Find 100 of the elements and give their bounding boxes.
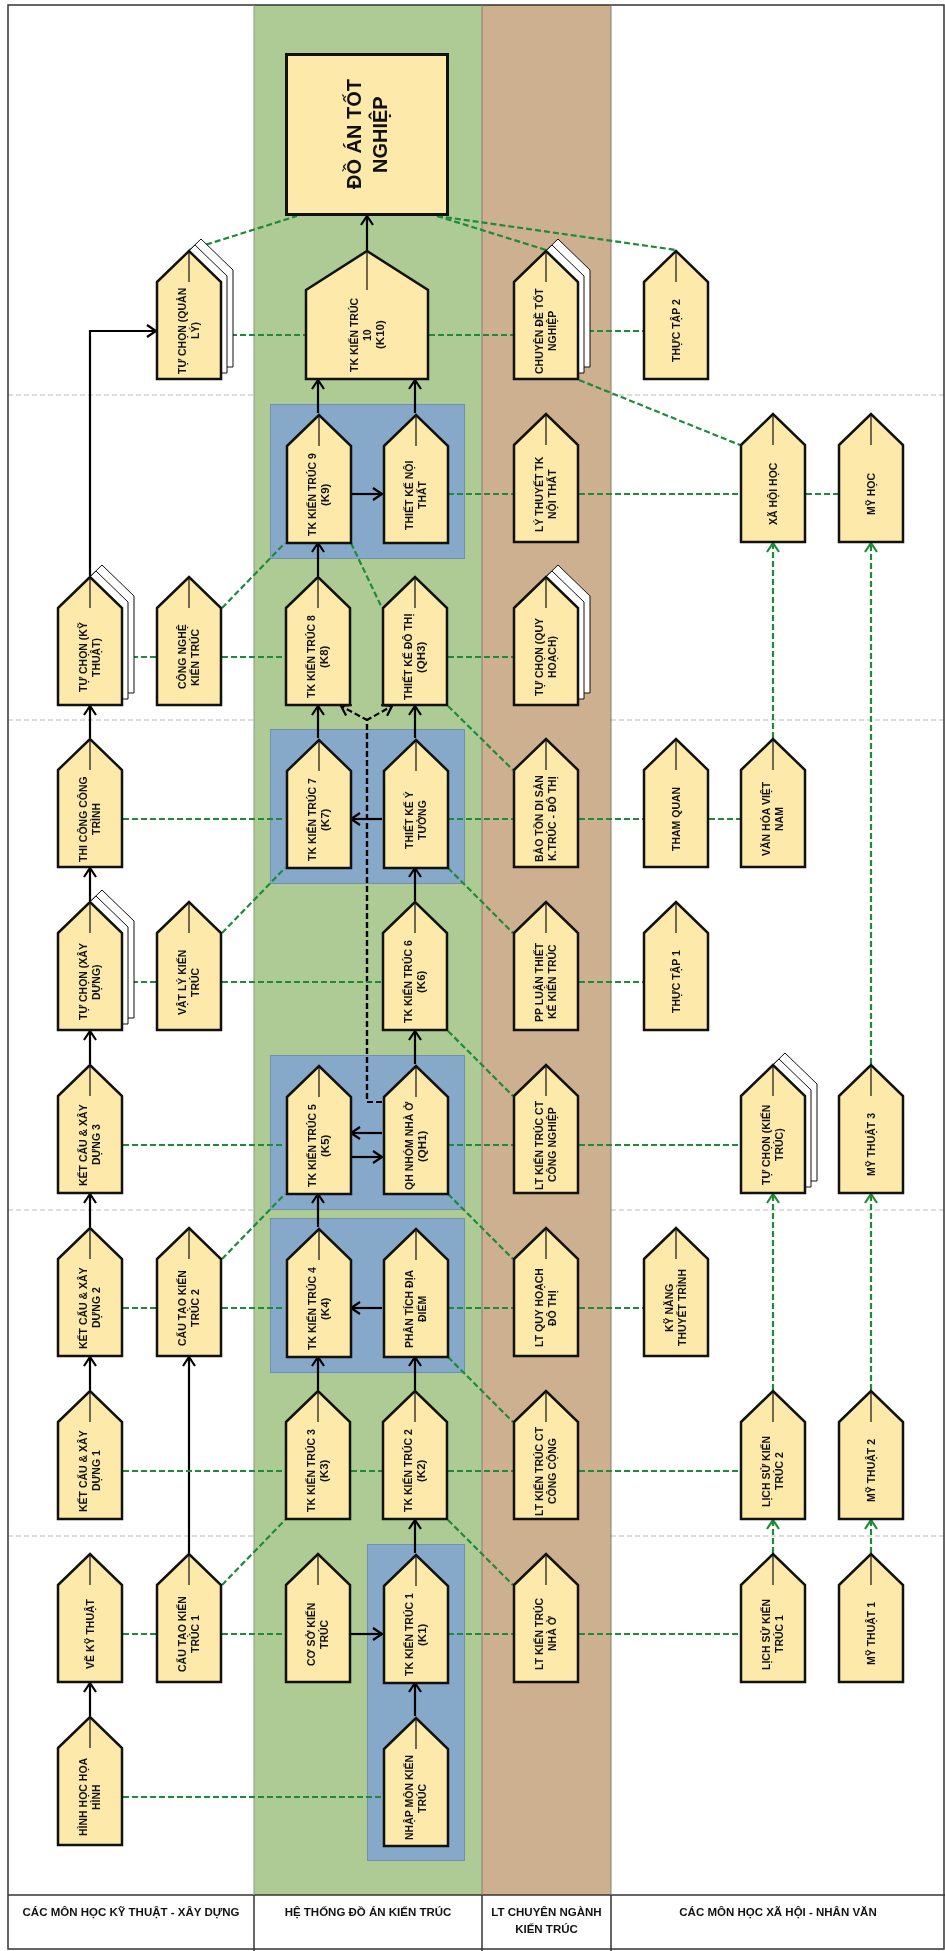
course-name: KẾT CẤU & XÂY DỰNG 3 (77, 1103, 103, 1188)
course-box (57, 1064, 123, 1194)
dashed-connector (447, 1356, 514, 1423)
course-name: THIẾT KẾ Ý TƯỞNG (403, 790, 429, 851)
course-box (156, 576, 222, 706)
dashed-connector (447, 1193, 514, 1260)
course-name: MỸ THUẬT 3 (864, 1113, 878, 1177)
course-name: BẢO TỒN DI SẢN K.TRÚC - ĐÔ THỊ (533, 774, 559, 865)
course-box (383, 739, 449, 869)
dashed-connector (448, 655, 513, 659)
course-name: TK KIẾN TRÚC 4 (306, 1267, 319, 1351)
dashed-connector (123, 1632, 156, 1636)
course-name: TỰ CHỌN (XÂY DỰNG) (77, 942, 103, 1023)
dashed-connector (579, 1469, 740, 1473)
group-panel (270, 729, 465, 884)
arrow (407, 1355, 423, 1390)
dashed-connector (123, 1469, 285, 1473)
course-name: TK KIẾN TRÚC 7 (306, 778, 319, 862)
course-name: MỸ THUẬT 1 (864, 1602, 878, 1666)
dashed-connector (447, 1519, 514, 1586)
arrow (351, 1626, 384, 1642)
arrow (407, 378, 423, 413)
course-box (286, 414, 352, 544)
project-box (285, 53, 449, 216)
column-heading: LT CHUYÊN NGÀNH KIẾN TRÚC (490, 1905, 603, 1937)
dashed-connector (436, 214, 547, 252)
dashed-connector (221, 1193, 286, 1260)
course-name: THI CÔNG CÔNG TRÌNH (77, 775, 103, 864)
course-name: TỰ CHỌN (QUẢN LÝ) (176, 286, 202, 377)
arrow (407, 1029, 423, 1064)
course-name: CƠ SỞ KIẾN TRÚC (305, 1601, 331, 1668)
course-box (57, 738, 123, 868)
course-code: (K4) (319, 1297, 332, 1321)
course-box (383, 414, 449, 544)
course-name: CÔNG NGHỆ KIẾN TRÚC (176, 623, 202, 692)
course-box (57, 1227, 123, 1357)
course-box (740, 1390, 806, 1520)
course-box (156, 1553, 222, 1683)
dashed-connector (448, 1143, 513, 1147)
elective-stack-box (57, 889, 135, 1031)
dashed-connector (579, 1632, 740, 1636)
course-code: (K6) (415, 970, 428, 994)
course-code: (K7) (319, 808, 332, 832)
arrow (310, 541, 326, 576)
course-name: KẾT CẤU & XÂY DỰNG 1 (77, 1429, 103, 1514)
course-code: (QH1) (416, 1130, 429, 1162)
course-name: QH NHÓM NHÀ Ở (403, 1101, 416, 1191)
course-box (383, 1228, 449, 1358)
course-box (286, 1065, 352, 1195)
dashed-connector (222, 655, 285, 659)
course-name: TỰ CHỌN (QUY HOẠCH) (533, 616, 559, 699)
course-box (156, 1227, 222, 1357)
course-name: LT KIẾN TRÚC CT CÔNG CỘNG (533, 1425, 559, 1517)
arrow (349, 1125, 382, 1141)
course-name: LT KIẾN TRÚC CT CÔNG NGHIỆP (533, 1099, 559, 1191)
course-box (838, 1390, 904, 1520)
course-name: MỸ THUẬT 2 (864, 1439, 878, 1503)
dashed-connector (579, 1306, 643, 1310)
dashed-connector (123, 1795, 382, 1799)
dashed-connector (221, 1519, 286, 1586)
dashed-connector (447, 1030, 514, 1097)
arrow (863, 1518, 879, 1553)
dashed-connector (429, 333, 513, 337)
arrow (359, 214, 375, 250)
arrow (349, 811, 382, 827)
course-name: PHÂN TÍCH ĐỊA ĐIỂM (403, 1268, 429, 1351)
dashed-connector (222, 1632, 285, 1636)
course-name: LÝ THUYẾT TK NỘI THẤT (533, 455, 559, 534)
course-name: TK KIẾN TRÚC 1 (403, 1593, 416, 1677)
arrow (765, 541, 781, 738)
course-code: (QH3) (415, 641, 428, 673)
dashed-connector (579, 492, 740, 496)
course-code: (K5) (319, 1134, 332, 1158)
course-name: THỰC TẬP 1 (669, 950, 683, 1014)
group-panel (270, 404, 465, 559)
dashed-connector (123, 1143, 285, 1147)
course-box (643, 738, 709, 868)
course-name: THIẾT KẾ ĐÔ THỊ (402, 613, 415, 701)
course-name: LT KIẾN TRÚC NHÀ Ở (533, 1596, 559, 1673)
arrow (82, 1192, 98, 1227)
dashed-connector (448, 1632, 513, 1636)
course-box (383, 1717, 449, 1847)
course-name: HÌNH HỌC HỌA HÌNH (77, 1756, 103, 1839)
course-name: TK KIẾN TRÚC 8 (305, 615, 318, 699)
course-name: THỰC TẬP 2 (669, 299, 683, 363)
elective-stack-box (513, 238, 591, 380)
dashed-connector (123, 1306, 156, 1310)
course-box (156, 901, 222, 1031)
course-name: CHUYÊN ĐỀ TỐT NGHIỆP (533, 287, 559, 376)
group-panel (367, 1544, 465, 1861)
course-name: KẾT CẤU & XÂY DỰNG 2 (77, 1266, 103, 1351)
course-box (383, 1065, 449, 1195)
course-box (740, 413, 806, 543)
group-panel (270, 1055, 465, 1210)
arrow (407, 1518, 423, 1553)
course-name: TK KIẾN TRÚC 2 (402, 1429, 415, 1513)
course-name: VĂN HÓA VIỆT NAM (760, 780, 786, 859)
dashed-connector (448, 817, 513, 821)
dashed-connector (447, 705, 514, 771)
dashed-connector (447, 867, 514, 934)
